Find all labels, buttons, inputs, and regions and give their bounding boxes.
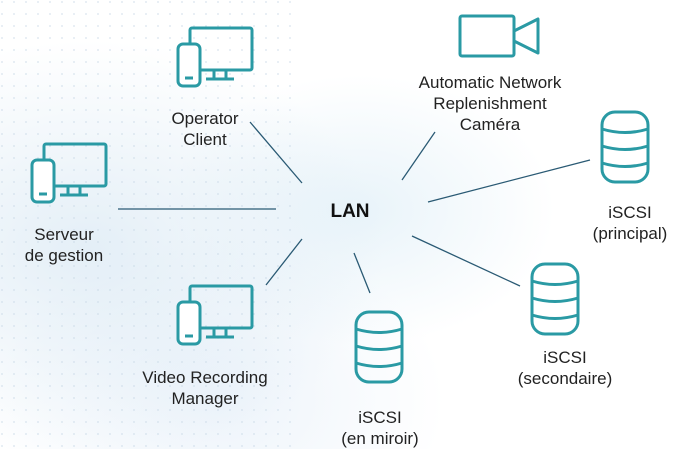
link-iscsi-principal xyxy=(427,159,591,203)
lan-hub-label: LAN xyxy=(330,201,370,222)
dotted-texture xyxy=(0,0,300,449)
iscsi-secondary-database-icon xyxy=(530,262,580,336)
iscsi-secondary-label: iSCSI (secondaire) xyxy=(517,348,613,388)
link-camera xyxy=(401,131,436,181)
link-vrm xyxy=(265,238,303,286)
server-label: Serveur de gestion xyxy=(24,225,104,265)
connectors xyxy=(118,121,591,294)
camera-label: Automatic Network Replenishment Caméra xyxy=(418,73,562,134)
video-camera-icon xyxy=(458,14,540,58)
vrm-label: Video Recording Manager xyxy=(142,368,268,408)
iscsi-principal-database-icon xyxy=(600,110,650,184)
link-iscsi-secondary xyxy=(411,235,521,287)
iscsi-mirror-database-icon xyxy=(354,310,404,384)
operator-client-label: Operator Client xyxy=(171,109,239,149)
link-operator-client xyxy=(249,121,303,184)
iscsi-mirror-label: iSCSI (en miroir) xyxy=(341,408,419,448)
link-iscsi-mirror xyxy=(353,252,371,294)
iscsi-principal-label: iSCSI (principal) xyxy=(592,203,668,243)
